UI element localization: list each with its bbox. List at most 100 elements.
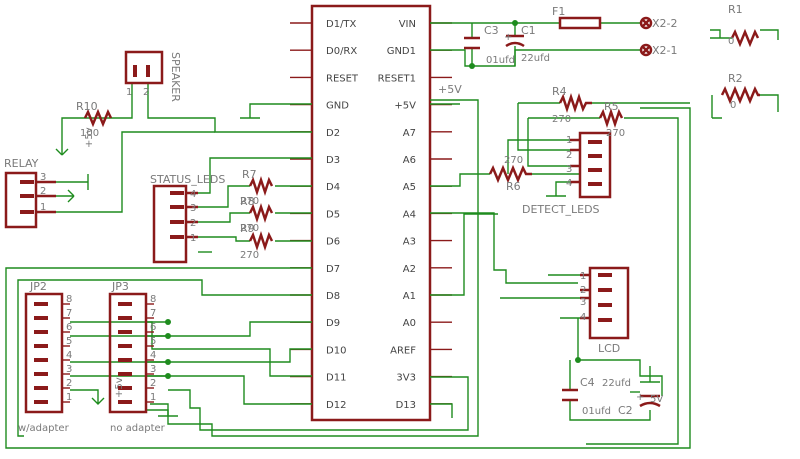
svg-text:+: + [636,392,644,403]
jp2-pin-number: 1 [66,392,72,403]
svg-text:2: 2 [40,186,46,197]
jp2-pin-number: 6 [66,322,72,333]
mcu-pin-label-left: D2 [326,128,340,139]
jp2-pin [34,302,48,306]
mcu-pin-label-left: GND [326,101,349,112]
jp3-pin-number: 1 [150,392,156,403]
jp2-pin-number: 2 [66,378,72,389]
power-input: +5V C3 01ufd + C1 22ufd F1 X2-2 X2-1 [438,5,678,96]
mcu-pin-label-right: RESET1 [378,73,416,84]
svg-text:R7: R7 [242,168,257,181]
mcu-pin-label-right: A4 [403,209,416,220]
svg-text:270: 270 [552,114,571,125]
detect-leds-label: DETECT_LEDS [522,203,600,216]
mcu-pin-label-left: D1/TX [326,19,357,30]
svg-text:C4: C4 [580,376,595,389]
svg-text:R5: R5 [604,100,619,113]
jp2-pin [34,358,48,362]
c1-name: C1 [521,24,536,37]
mcu-pin-label-left: D9 [326,318,340,329]
svg-text:5V: 5V [650,394,663,405]
jp2-pin-number: 4 [66,350,72,361]
mcu-pin-label-right: 3V3 [396,373,416,384]
mcu-pin-label-right: VIN [399,19,416,30]
jp3-pin-number: 5 [150,336,156,347]
svg-text:R1: R1 [728,3,743,16]
svg-text:4: 4 [580,312,586,323]
mcu-pin-label-right: A0 [403,318,416,329]
svg-text:22ufd: 22ufd [602,378,631,389]
svg-text:3: 3 [580,297,586,308]
svg-text:3: 3 [40,172,46,183]
resistor-r2: R2 0 [720,72,760,111]
svg-text:R6: R6 [506,180,521,193]
svg-text:270: 270 [606,128,625,139]
mcu-pin-label-right: A2 [403,264,416,275]
svg-text:1: 1 [190,233,196,244]
svg-text:270: 270 [504,155,523,166]
jp3-label: JP3 [111,280,129,293]
svg-text:2: 2 [190,218,196,229]
jp3-pin [118,302,132,306]
mcu-pin-label-left: D0/RX [326,46,357,57]
mcu-pin-label-left: RESET [326,73,359,84]
svg-text:3: 3 [566,164,572,175]
jp2-pin [34,330,48,334]
mcu-pin-label-left: D3 [326,155,340,166]
svg-text:C2: C2 [618,404,633,417]
jp3-pin-number: 8 [150,294,156,305]
jp2-caption: w/adapter [18,423,70,434]
mcu-pin-label-left: D4 [326,182,340,193]
jp3-caption: no adapter [110,423,166,434]
svg-text:1: 1 [580,271,586,282]
svg-text:100: 100 [80,128,99,139]
mcu-pin-label-right: A1 [403,291,416,302]
status-leds: STATUS_LEDS 4 3 2 1 R7 270 R8 270 R9 270 [150,168,274,264]
jp3-pin-number: 3 [150,364,156,375]
jp2-pin [34,372,48,376]
svg-text:3: 3 [190,203,196,214]
mcu-pin-label-right: AREF [390,345,416,356]
mcu-pin-label-right: A3 [403,237,416,248]
mcu-pin-label-right: D13 [396,400,416,411]
svg-text:0: 0 [730,100,736,111]
terminal-x2-2 [639,16,653,30]
mcu-left-pins: D1/TXD0/RXRESETGNDD2D3D4D5D6D7D8D9D10D11… [290,19,359,411]
jp2-pin [34,400,48,404]
speaker-label: SPEAKER [169,52,182,102]
svg-text:0: 0 [728,36,734,47]
c3-name: C3 [484,24,499,37]
svg-text:1: 1 [126,87,132,98]
relay-label: RELAY [4,157,39,170]
mcu-pin-label-left: D8 [326,291,340,302]
jp2-pin [34,316,48,320]
lcd-label: LCD [598,342,620,355]
svg-text:1: 1 [40,202,46,213]
svg-text:1: 1 [566,135,572,146]
svg-text:270: 270 [240,250,259,261]
resistor-r10: R10 100 +5v [55,100,113,156]
mcu-pin-label-right: A7 [403,128,416,139]
c1-capacitor [505,34,525,48]
svg-text:270: 270 [240,223,259,234]
svg-text:2: 2 [143,87,149,98]
jp2-pin-number: 7 [66,308,72,319]
microcontroller: D1/TXD0/RXRESETGNDD2D3D4D5D6D7D8D9D10D11… [290,4,452,422]
jp3-pin [118,386,132,390]
mcu-pin-label-right: A6 [403,155,416,166]
svg-text:270: 270 [240,196,259,207]
mcu-pin-label-left: D7 [326,264,340,275]
speaker: 1 2 SPEAKER [124,50,182,102]
jp2-label: JP2 [29,280,47,293]
jp3-pin [118,316,132,320]
c3-capacitor [464,36,480,50]
mcu-pin-label-left: D11 [326,373,346,384]
svg-text:R4: R4 [552,85,567,98]
svg-text:R9: R9 [240,222,255,235]
lcd: 1 2 3 4 LCD C4 01ufd + 22ufd C2 5V [562,266,663,417]
mcu-pin-label-right: A5 [403,182,416,193]
jp3-pin [118,358,132,362]
jp3-pin [118,400,132,404]
